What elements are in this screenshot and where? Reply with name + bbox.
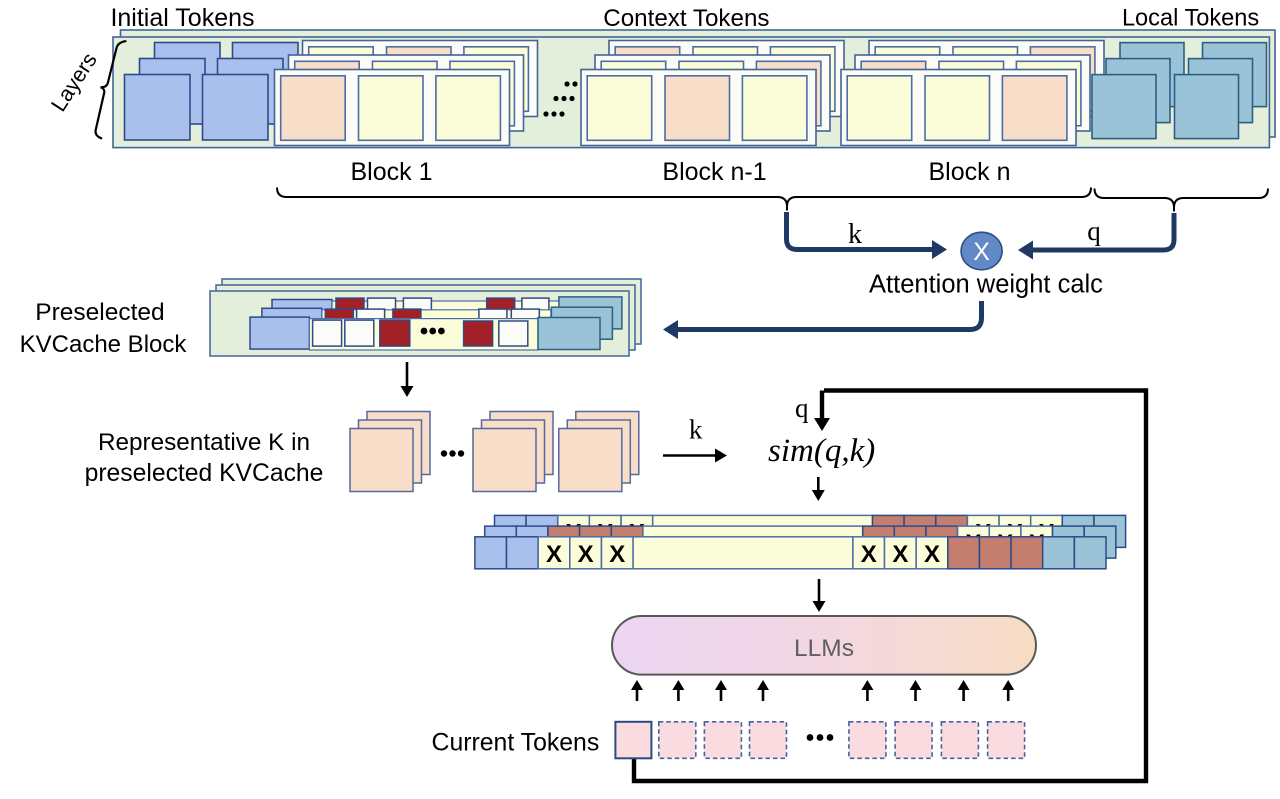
svg-text:k: k [848,219,862,250]
svg-text:X: X [892,541,908,568]
svg-text:Initial Tokens: Initial Tokens [110,4,254,32]
svg-text:X: X [973,238,990,266]
svg-text:X: X [861,541,877,568]
svg-text:X: X [546,541,562,568]
svg-text:Current Tokens: Current Tokens [432,730,600,757]
svg-text:Block n-1: Block n-1 [662,158,766,186]
svg-text:KVCache Block: KVCache Block [20,331,188,358]
svg-text:Preselected: Preselected [35,299,164,326]
svg-text:preselected KVCache: preselected KVCache [85,460,324,487]
svg-text:X: X [609,541,625,568]
svg-text:Attention weight calc: Attention weight calc [869,271,1103,299]
svg-text:q: q [1087,216,1101,246]
svg-text:Local Tokens: Local Tokens [1122,6,1259,32]
svg-text:Context Tokens: Context Tokens [603,5,769,32]
svg-text:k: k [689,415,703,445]
svg-text:LLMs: LLMs [794,635,854,662]
svg-text:Representative K in: Representative K in [98,429,310,456]
svg-text:sim(q,k): sim(q,k) [768,433,875,469]
svg-text:X: X [578,541,594,568]
svg-text:q: q [795,393,809,423]
svg-text:Block n: Block n [929,158,1011,186]
svg-text:X: X [924,541,940,568]
svg-text:Block 1: Block 1 [351,158,433,186]
